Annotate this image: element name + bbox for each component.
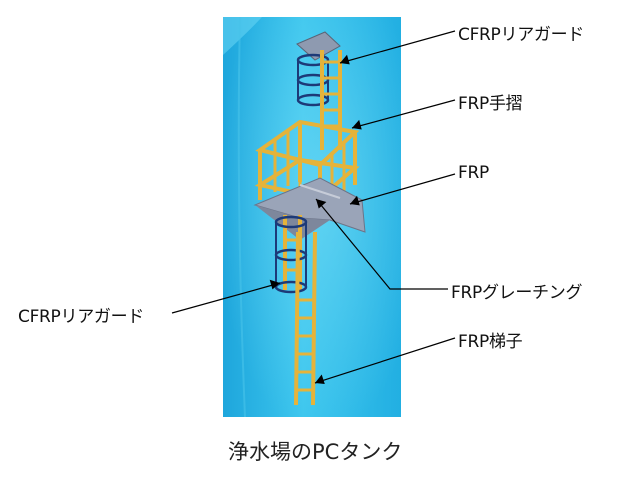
leader-handrail	[351, 99, 456, 129]
lower-ladder	[294, 231, 317, 406]
tank-wall-curve	[223, 17, 262, 55]
label-ladder: FRP梯子	[458, 332, 523, 352]
upper-cage	[296, 31, 341, 107]
leader-arrowheads	[269, 54, 362, 385]
label-grating: FRPグレーチング	[451, 283, 583, 303]
label-frp: FRP	[458, 163, 489, 183]
platform	[253, 177, 366, 240]
leader-rear-guard-top	[339, 30, 456, 64]
lower-cage	[274, 215, 308, 294]
tank-photo	[223, 16, 401, 418]
leader-grating	[315, 198, 448, 290]
leader-frp	[349, 173, 456, 205]
figure-caption: 浄水場のPCタンク	[228, 440, 403, 464]
tank-wall-seam	[237, 16, 246, 418]
leader-rear-guard-left	[171, 282, 281, 314]
leader-lines	[171, 30, 456, 384]
label-rear-guard-left: CFRPリアガード	[18, 307, 145, 327]
label-rear-guard-top: CFRPリアガード	[458, 25, 585, 45]
label-handrail: FRP手摺	[458, 94, 523, 114]
leader-ladder	[314, 337, 456, 384]
